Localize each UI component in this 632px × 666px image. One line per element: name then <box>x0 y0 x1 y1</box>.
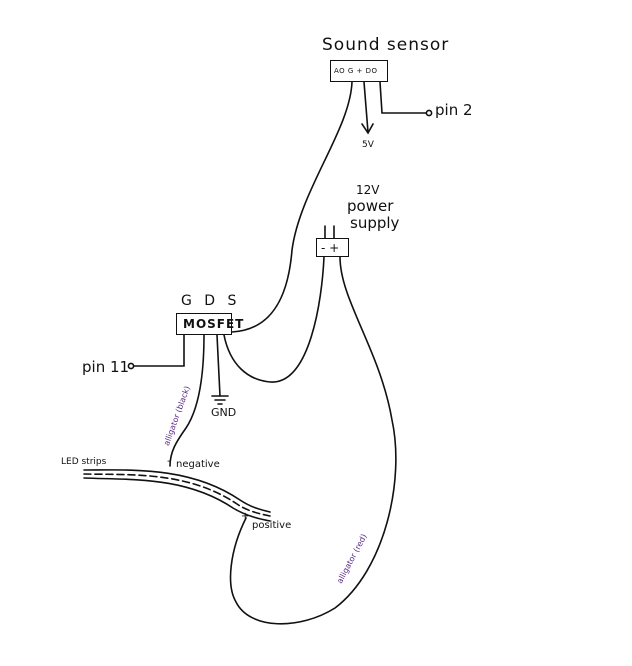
negative-label: negative <box>176 459 220 470</box>
power-supply-polarity: - + <box>321 241 340 255</box>
gnd-label: GND <box>211 406 237 419</box>
positive-sign: + <box>241 511 250 522</box>
led-strip-center <box>83 473 271 517</box>
power-supply-title-2: power <box>347 197 394 215</box>
wire-black-alligator <box>169 334 205 467</box>
sound-sensor-pins: AO G + DO <box>334 67 378 75</box>
led-strip-bottom <box>83 477 271 522</box>
mosfet-component: MOSFET <box>176 313 243 335</box>
pin11-label: pin 11 <box>82 358 130 376</box>
wire-gate-pin11 <box>133 334 185 367</box>
mosfet-name: MOSFET <box>183 317 245 331</box>
pin2-label: pin 2 <box>435 101 473 119</box>
pin11-terminal <box>127 362 135 370</box>
mosfet-pin-labels: G D S <box>181 293 241 309</box>
arrow-5v-head <box>361 123 374 135</box>
pin2-terminal <box>425 109 433 117</box>
power-supply-connector: - + <box>316 238 349 257</box>
wire-sensor-5v <box>363 81 369 133</box>
sound-sensor-title: Sound sensor <box>322 35 450 55</box>
wire-red-alligator <box>229 256 397 625</box>
sound-sensor-module: AO G + DO <box>330 60 388 82</box>
led-strip-top <box>83 469 271 513</box>
wire-sensor-pin2 <box>379 81 427 114</box>
power-supply-title-3: supply <box>350 214 400 232</box>
negative-sign: - <box>167 456 171 467</box>
wire-supply-to-mosfet <box>223 256 325 383</box>
led-strips-title: LED strips <box>61 457 107 467</box>
power-supply-title-1: 12V <box>356 183 380 197</box>
wire-mosfet-gnd <box>216 334 221 397</box>
vcc-label: 5V <box>362 140 374 150</box>
wire-sensor-to-mosfet <box>231 81 353 333</box>
positive-label: positive <box>252 520 292 531</box>
